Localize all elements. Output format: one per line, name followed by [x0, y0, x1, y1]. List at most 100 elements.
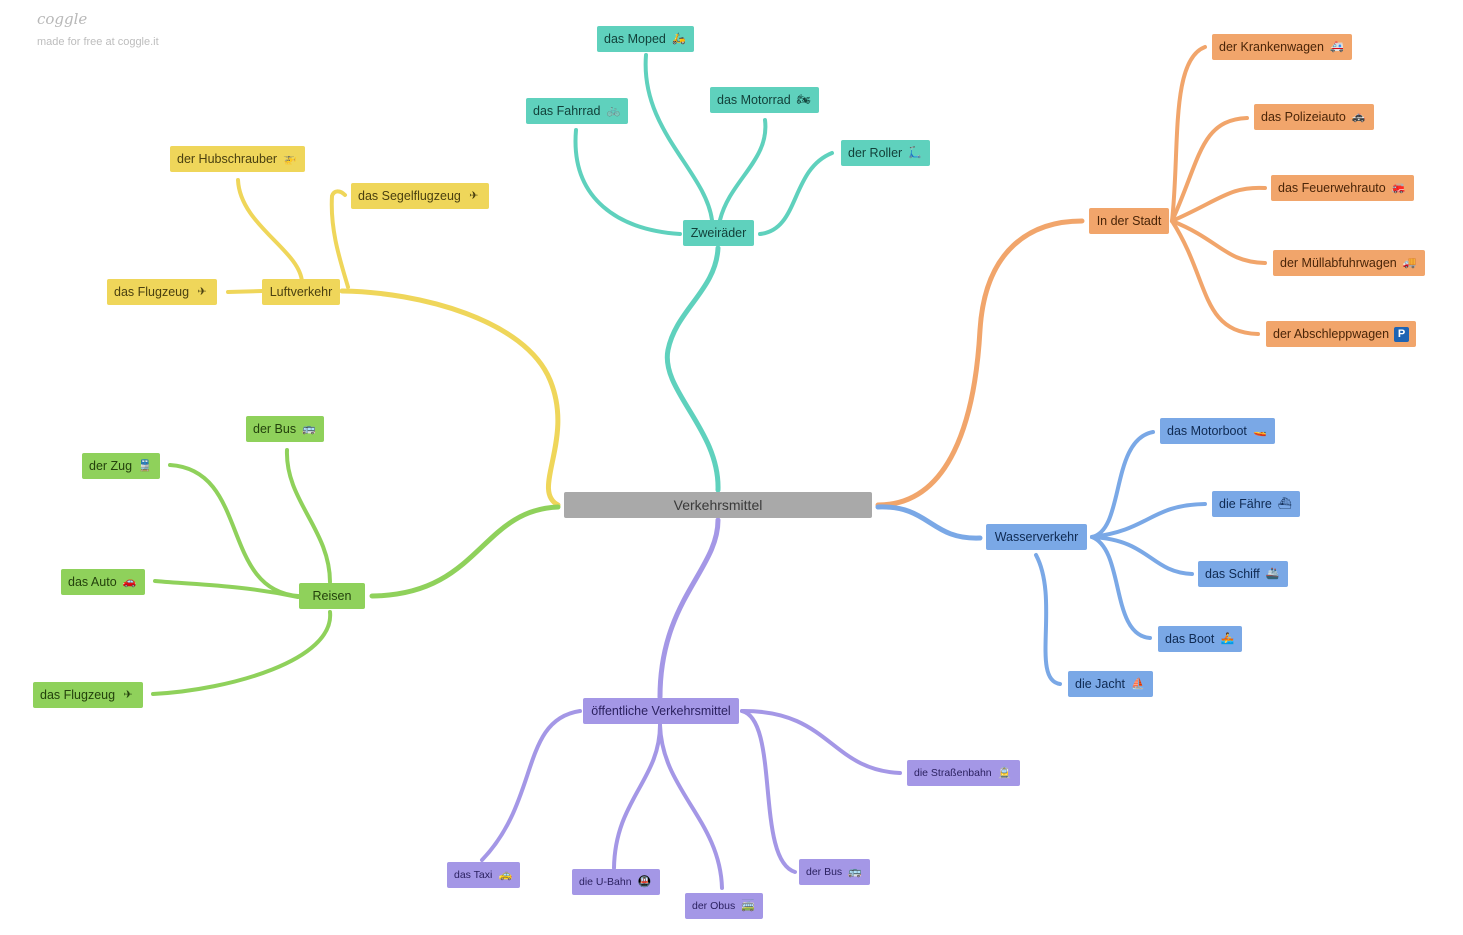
leaf-label: der Bus [806, 866, 843, 878]
connector-auto [153, 579, 300, 599]
connector-schiff [1090, 535, 1194, 576]
leaf-label: das Fahrrad [533, 104, 601, 118]
leaf-auto[interactable]: das Auto 🚗 [61, 569, 145, 595]
tram-icon: 🚊 [997, 766, 1012, 779]
connector-reisen [369, 504, 561, 599]
connector-krankenwagen [1170, 45, 1207, 223]
leaf-label: das Motorrad [717, 93, 791, 107]
branch-reisen[interactable]: Reisen [299, 583, 365, 609]
connector-faehre [1090, 502, 1207, 539]
branch-label: öffentliche Verkehrsmittel [591, 704, 731, 718]
leaf-label: das Schiff [1205, 567, 1260, 581]
leaf-label: die Fähre [1219, 497, 1272, 511]
connector-hubschrauber [236, 178, 304, 284]
leaf-bus-reisen[interactable]: der Bus 🚌 [246, 416, 325, 442]
leaf-muellabfuhrwagen[interactable]: der Müllabfuhrwagen 🚚 [1273, 250, 1425, 276]
connector-flugzeug-reisen [151, 610, 333, 696]
branch-stadt[interactable]: In der Stadt [1089, 208, 1169, 234]
rowboat-icon: 🚣 [1220, 632, 1235, 645]
ship-icon: 🚢 [1265, 567, 1280, 580]
leaf-label: die Jacht [1075, 677, 1126, 691]
leaf-ubahn[interactable]: die U-Bahn 🚇 [572, 869, 660, 895]
leaf-flugzeug-air[interactable]: das Flugzeug ✈ [107, 279, 218, 305]
connector-polizeiauto [1170, 116, 1249, 223]
connector-wasser [875, 504, 983, 541]
leaf-faehre[interactable]: die Fähre ⛴ [1212, 491, 1300, 517]
branch-label: Luftverkehr [269, 285, 333, 299]
fire-engine-icon: 🚒 [1391, 181, 1406, 194]
leaf-label: der Bus [253, 422, 297, 436]
leaf-label: das Boot [1165, 632, 1215, 646]
leaf-flugzeug-reisen[interactable]: das Flugzeug ✈ [33, 682, 144, 708]
connector-ubahn [612, 723, 662, 870]
leaf-jacht[interactable]: die Jacht ⛵ [1068, 671, 1154, 697]
leaf-strassenbahn[interactable]: die Straßenbahn 🚊 [907, 760, 1020, 786]
leaf-label: das Segelflugzeug [358, 189, 461, 203]
leaf-krankenwagen[interactable]: der Krankenwagen 🚑 [1212, 34, 1352, 60]
leaf-label: die Straßenbahn [914, 767, 992, 779]
connector-strassenbahn [740, 708, 902, 775]
connector-zug [168, 463, 300, 598]
leaf-motorboot[interactable]: das Motorboot 🚤 [1160, 418, 1275, 444]
speedboat-icon: 🚤 [1253, 424, 1267, 437]
leaf-label: der Roller [848, 146, 903, 160]
leaf-label: das Auto [68, 575, 117, 589]
scooter-icon: 🛴 [908, 146, 923, 159]
leaf-label: das Flugzeug [40, 688, 116, 702]
leaf-fahrrad[interactable]: das Fahrrad 🚲 [526, 98, 629, 124]
leaf-bus-oeff[interactable]: der Bus 🚌 [799, 859, 871, 885]
connector-motorrad [718, 118, 768, 222]
branch-oeffentlich[interactable]: öffentliche Verkehrsmittel [583, 698, 739, 724]
connector-feuerwehrauto [1170, 185, 1267, 223]
leaf-label: das Taxi [454, 869, 493, 881]
leaf-taxi[interactable]: das Taxi 🚕 [447, 862, 521, 888]
leaf-motorrad[interactable]: das Motorrad 🏍 [710, 87, 819, 113]
leaf-obus[interactable]: der Obus 🚎 [685, 893, 764, 919]
connector-oeffentlich [657, 517, 721, 700]
branch-wasser[interactable]: Wasserverkehr [986, 524, 1087, 550]
leaf-zug[interactable]: der Zug 🚆 [82, 453, 161, 479]
trolleybus-icon: 🚎 [741, 899, 756, 912]
leaf-roller[interactable]: der Roller 🛴 [841, 140, 931, 166]
parking-icon: P [1394, 326, 1410, 342]
coggle-logo[interactable]: coggle [37, 10, 88, 28]
connector-muellabfuhr [1170, 219, 1267, 265]
leaf-label: die U-Bahn [579, 876, 632, 888]
leaf-polizeiauto[interactable]: das Polizeiauto 🚓 [1254, 104, 1374, 130]
connector-boot [1090, 535, 1152, 640]
motorcycle-icon: 🏍 [796, 93, 811, 106]
ambulance-icon: 🚑 [1330, 40, 1344, 53]
connector-luftverkehr [339, 288, 561, 508]
leaf-segelflugzeug[interactable]: das Segelflugzeug ✈ [351, 183, 489, 209]
leaf-hubschrauber[interactable]: der Hubschrauber 🚁 [170, 146, 306, 172]
ferry-icon: ⛴ [1277, 497, 1292, 510]
bicycle-icon: 🚲 [606, 104, 621, 117]
leaf-schiff[interactable]: das Schiff 🚢 [1198, 561, 1288, 587]
helicopter-icon: 🚁 [283, 152, 297, 165]
leaf-moped[interactable]: das Moped 🛵 [597, 26, 694, 52]
metro-icon: 🚇 [637, 875, 652, 888]
leaf-feuerwehrauto[interactable]: das Feuerwehrauto 🚒 [1271, 175, 1414, 201]
glider-icon: ✈ [469, 189, 479, 202]
root-node[interactable]: Verkehrsmittel [564, 492, 872, 518]
leaf-label: der Obus [692, 900, 736, 912]
leaf-label: das Flugzeug [114, 285, 190, 299]
train-icon: 🚆 [138, 459, 152, 472]
leaf-label: das Polizeiauto [1261, 110, 1346, 124]
connector-abschleppwagen [1170, 219, 1260, 336]
leaf-label: der Müllabfuhrwagen [1280, 256, 1397, 270]
connector-bus-reisen [284, 448, 332, 584]
leaf-boot[interactable]: das Boot 🚣 [1158, 626, 1243, 652]
branch-label: Zweiräder [690, 226, 747, 240]
leaf-abschleppwagen[interactable]: der Abschleppwagen P [1266, 321, 1417, 347]
connector-stadt [875, 218, 1085, 508]
branch-luftverkehr[interactable]: Luftverkehr [262, 279, 340, 305]
coggle-tagline[interactable]: made for free at coggle.it [37, 36, 159, 48]
airplane-icon: ✈ [197, 285, 207, 298]
branch-zweiraeder[interactable]: Zweiräder [683, 220, 754, 246]
leaf-label: das Motorboot [1167, 424, 1247, 438]
connector-motorboot [1090, 430, 1155, 539]
connector-moped [643, 53, 714, 222]
connector-bus-oeff [740, 709, 797, 874]
